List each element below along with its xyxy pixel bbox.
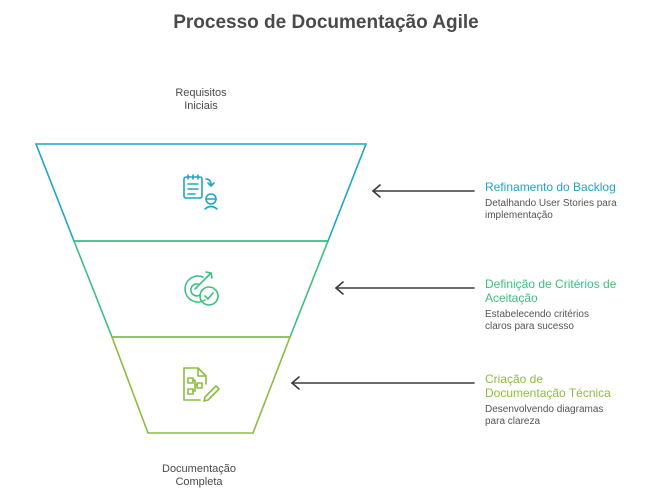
step-heading: Criação de Documentação Técnica [485, 372, 611, 400]
funnel-stage-2 [72, 240, 330, 338]
step-description: Desenvolvendo diagramas para clareza [485, 404, 604, 427]
backlog-icon [183, 174, 218, 210]
step-description: Estabelecendo critérios claros para suce… [485, 309, 589, 332]
step-documentacao: Criação de Documentação Técnica Desenvol… [485, 372, 652, 428]
step-heading: Refinamento do Backlog [485, 180, 616, 194]
step-refinamento: Refinamento do Backlog Detalhando User S… [485, 180, 652, 222]
step-criterios: Definição de Critérios de Aceitação Esta… [485, 277, 652, 333]
arrow-step-3 [290, 376, 475, 390]
page-title: Processo de Documentação Agile [173, 12, 479, 33]
funnel-output-label: Documentação Completa [162, 463, 236, 488]
document-edit-icon [183, 367, 220, 402]
funnel-stage-1 [34, 143, 368, 242]
step-heading: Definição de Critérios de Aceitação [485, 277, 617, 305]
arrow-step-1 [371, 184, 475, 198]
arrow-step-2 [334, 281, 475, 295]
step-description: Detalhando User Stories para implementaç… [485, 198, 617, 221]
funnel-stage-3 [110, 336, 292, 434]
funnel-input-label: Requisitos Iniciais [175, 87, 227, 112]
target-check-icon [184, 271, 219, 306]
